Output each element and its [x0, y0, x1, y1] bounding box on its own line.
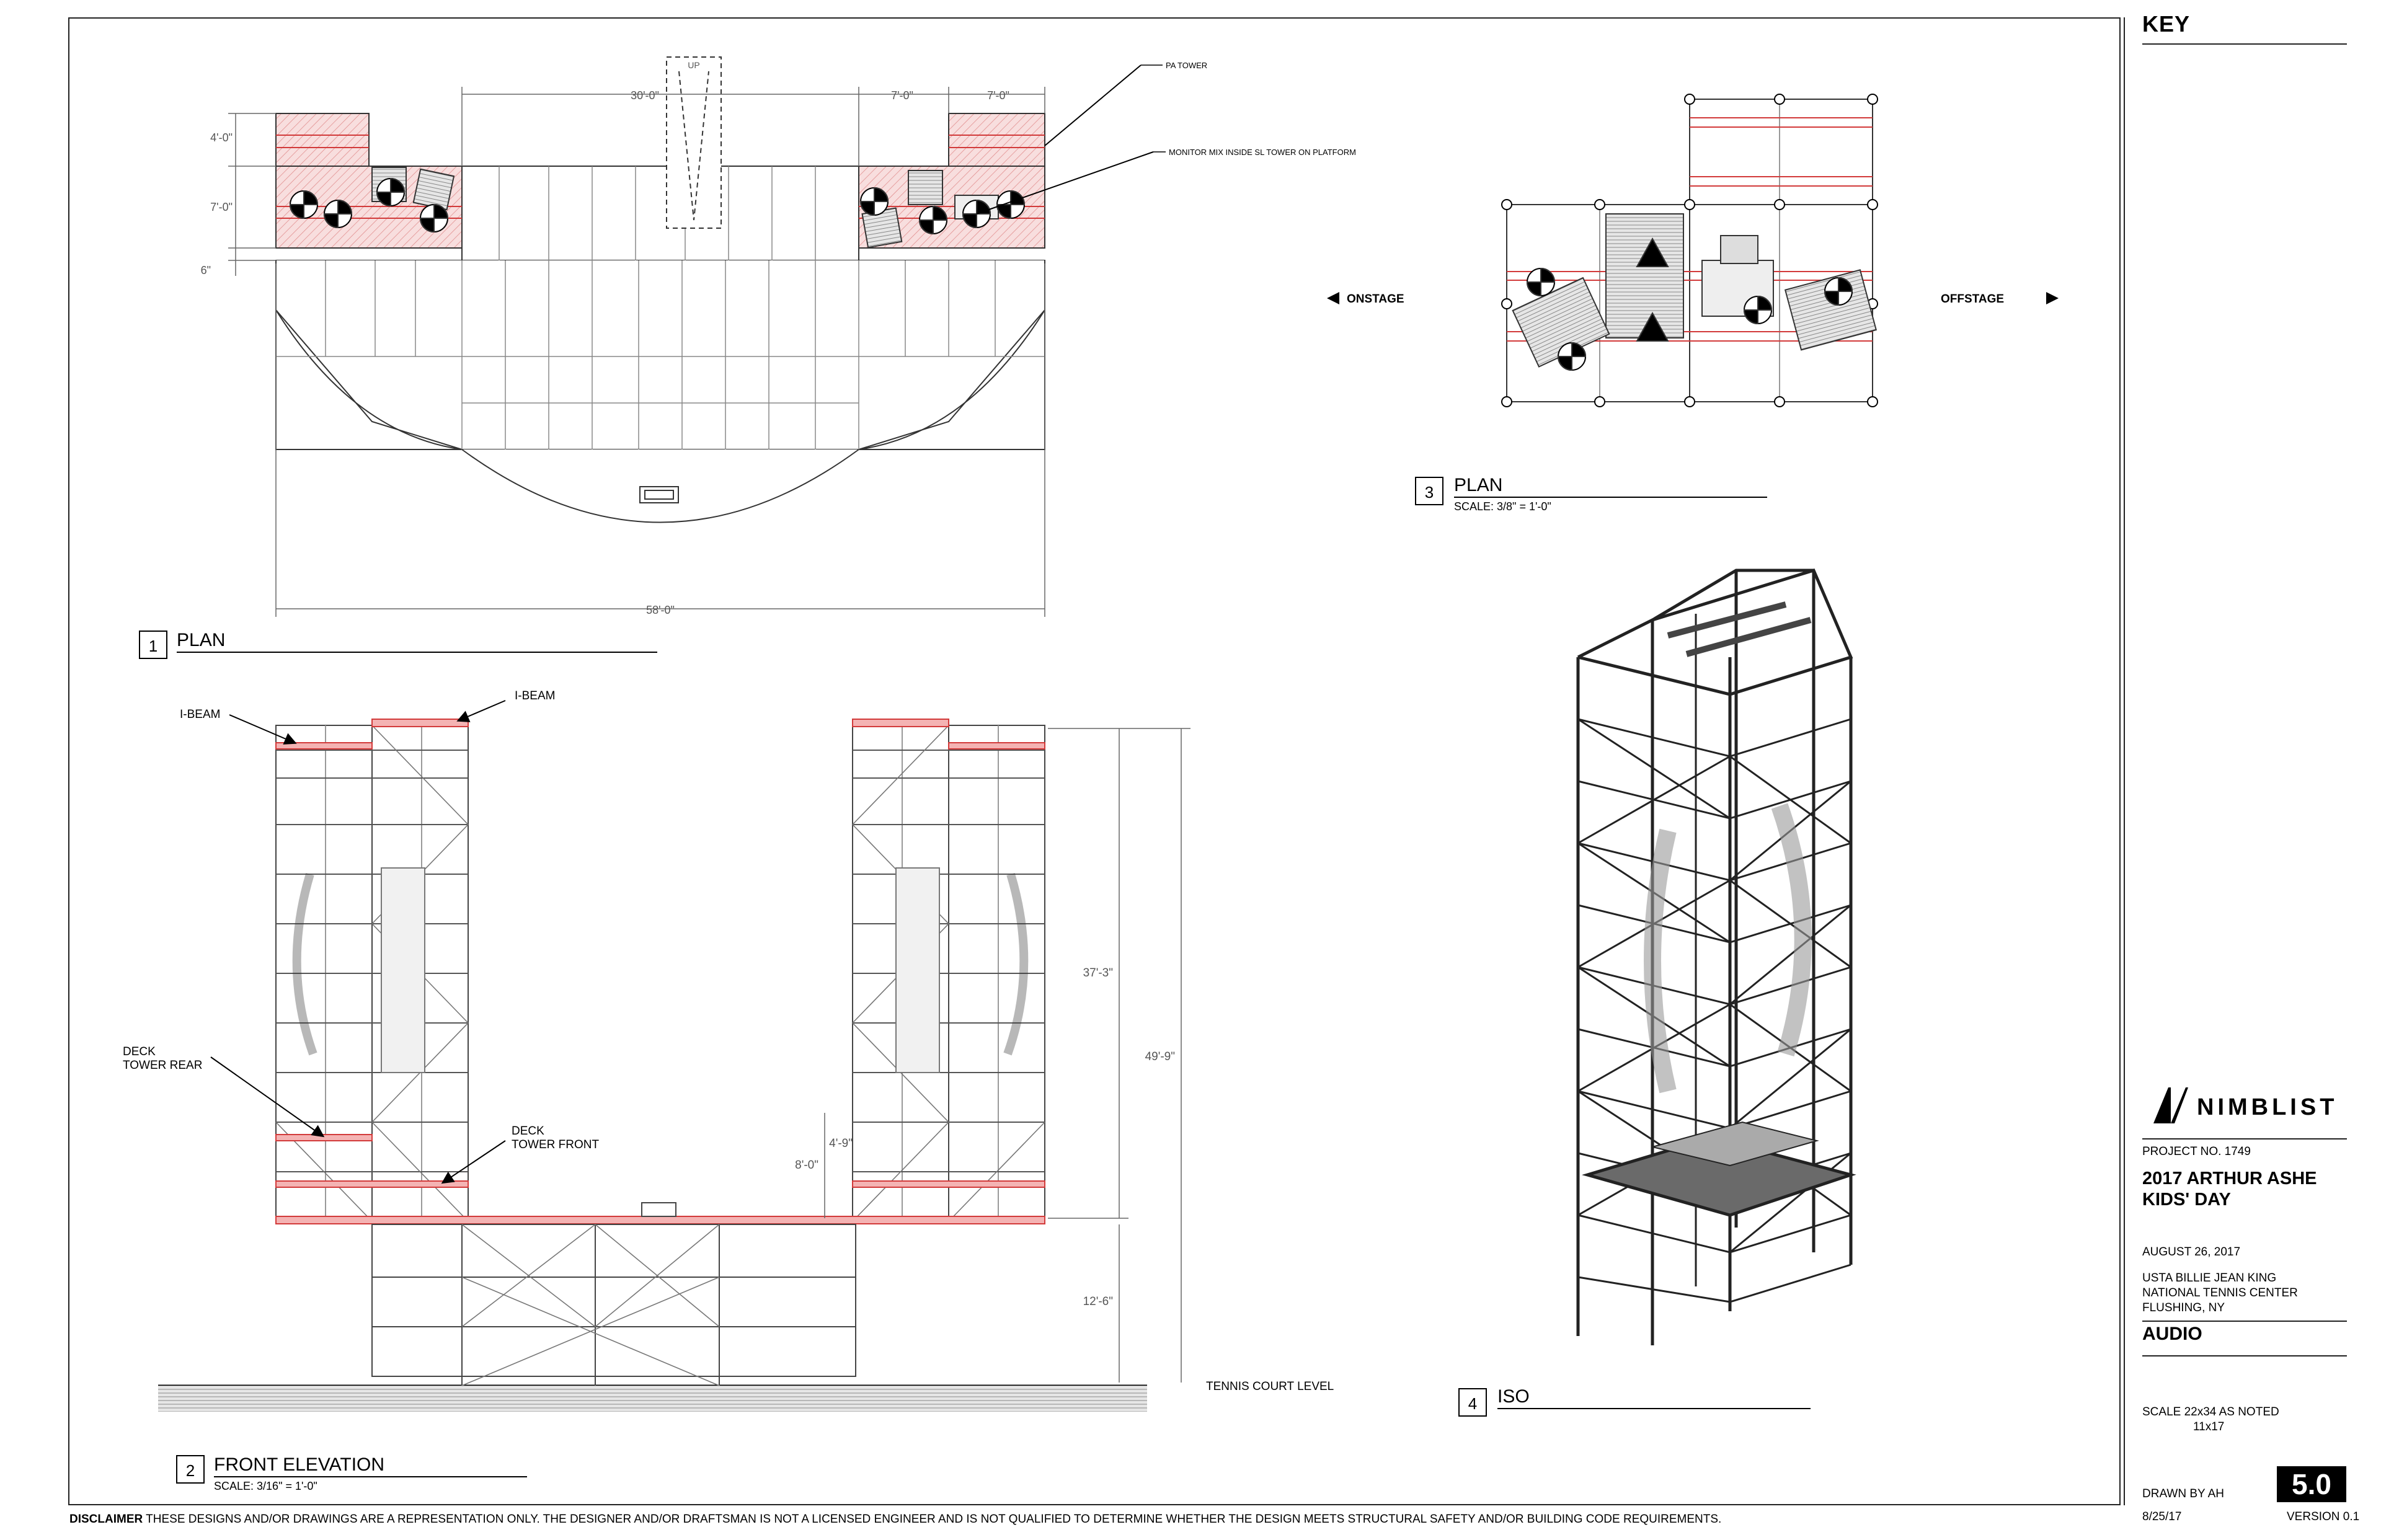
venue-line2: NATIONAL TENNIS CENTER [2142, 1286, 2298, 1299]
scale-line1: SCALE 22x34 AS NOTED [2142, 1405, 2279, 1418]
view1-number: 1 [149, 637, 157, 655]
scale-line2: 11x17 [2193, 1420, 2225, 1433]
view1-plan-labels: 30'-0" 7'-0" 7'-0" 4'-0" 7'-0" 6" 58'-0"… [201, 60, 1356, 616]
footer-date: 8/25/17 [2142, 1510, 2182, 1523]
view2-number-box [176, 1455, 205, 1484]
onstage-arrow-icon [1327, 292, 1339, 304]
drawn-by: DRAWN BY AH [2142, 1487, 2224, 1500]
label-ground: TENNIS COURT LEVEL [1206, 1380, 1334, 1393]
key-rule [2142, 43, 2347, 45]
nimblist-logo: NIMBLIST [2142, 1079, 2347, 1135]
discipline-rule-bottom [2142, 1355, 2347, 1356]
view3-plan-labels: ONSTAGE OFFSTAGE [1327, 292, 2059, 306]
view2-title: FRONT ELEVATION [214, 1454, 384, 1475]
label-deck-rear-1: DECK [123, 1045, 156, 1058]
drawing-canvas: 30'-0" 7'-0" 7'-0" 4'-0" 7'-0" 6" 58'-0"… [123, 56, 2059, 1492]
view1-plan-drawing [228, 56, 1166, 617]
venue-line1: USTA BILLIE JEAN KING [2142, 1272, 2277, 1285]
version: VERSION 0.1 [2287, 1510, 2360, 1523]
key-title: KEY [2142, 11, 2191, 37]
view4-number: 4 [1468, 1394, 1477, 1413]
disclaimer: DISCLAIMER THESE DESIGNS AND/OR DRAWINGS… [69, 1513, 1721, 1526]
view3-title: PLAN [1454, 475, 1502, 495]
dim-12-6: 12'-6" [1083, 1295, 1113, 1308]
dim-37-3: 37'-3" [1083, 967, 1113, 980]
view2-elevation-drawing [158, 700, 1190, 1412]
discipline: AUDIO [2142, 1324, 2202, 1344]
dim-sr-7a: 7'-0" [891, 89, 913, 102]
note-monitor-mix: MONITOR MIX INSIDE SL TOWER ON PLATFORM [1169, 148, 1356, 157]
view3-plan-drawing [1501, 94, 1878, 407]
view1-number-box [139, 631, 167, 659]
sheet-number: 5.0 [2277, 1466, 2346, 1502]
ramp-up-label: UP [688, 60, 699, 70]
disclaimer-text: THESE DESIGNS AND/OR DRAWINGS ARE A REPR… [143, 1513, 1722, 1526]
offstage-arrow-icon [2046, 292, 2059, 304]
view-labels: 1 PLAN 2 FRONT ELEVATION SCALE: 3/16" = … [139, 475, 1811, 1492]
label-deck-front-2: TOWER FRONT [512, 1138, 599, 1151]
label-offstage: OFFSTAGE [1941, 293, 2004, 306]
view2-number: 2 [186, 1461, 195, 1480]
view2-scale: SCALE: 3/16" = 1'-0" [214, 1480, 317, 1492]
logo-text: NIMBLIST [2197, 1094, 2338, 1120]
label-onstage: ONSTAGE [1347, 293, 1404, 306]
dim-h-4: 4'-0" [210, 131, 233, 144]
view4-iso-drawing [1576, 568, 1856, 1345]
dim-h-7: 7'-0" [210, 201, 233, 213]
project-date: AUGUST 26, 2017 [2142, 1246, 2241, 1259]
label-deck-front-1: DECK [512, 1125, 544, 1138]
logo-rule [2142, 1138, 2347, 1140]
view4-number-box [1458, 1388, 1487, 1417]
discipline-rule-top [2142, 1321, 2347, 1322]
dim-8-0: 8'-0" [795, 1159, 818, 1172]
project-title-line1: 2017 ARTHUR ASHE [2142, 1169, 2317, 1188]
view3-scale: SCALE: 3/8" = 1'-0" [1454, 500, 1551, 513]
dim-top-30: 30'-0" [631, 89, 659, 102]
view4-title: ISO [1497, 1386, 1530, 1407]
view1-title: PLAN [177, 630, 225, 650]
label-deck-rear-2: TOWER REAR [123, 1059, 202, 1072]
project-number: PROJECT NO. 1749 [2142, 1145, 2251, 1158]
dim-total-58: 58'-0" [646, 604, 675, 616]
view2-elevation-labels: I-BEAM I-BEAM DECK TOWER REAR DECK TOWER… [123, 689, 1334, 1393]
dim-h-6in: 6" [201, 264, 211, 277]
view3-number: 3 [1425, 483, 1434, 502]
dim-49-9: 49'-9" [1145, 1050, 1175, 1063]
dim-sr-7b: 7'-0" [987, 89, 1009, 102]
note-pa-tower: PA TOWER [1166, 61, 1207, 70]
venue-line3: FLUSHING, NY [2142, 1301, 2225, 1314]
label-ibeam-left: I-BEAM [180, 708, 220, 721]
drawing-border [68, 17, 2121, 1505]
disclaimer-label: DISCLAIMER [69, 1513, 143, 1526]
view3-number-box [1415, 477, 1443, 505]
project-title-line2: KIDS' DAY [2142, 1190, 2231, 1210]
dim-4-9: 4'-9" [829, 1137, 853, 1150]
titleblock-divider [2124, 17, 2125, 1505]
label-ibeam-mid: I-BEAM [515, 689, 555, 702]
nimblist-logo-icon: NIMBLIST [2153, 1087, 2338, 1123]
